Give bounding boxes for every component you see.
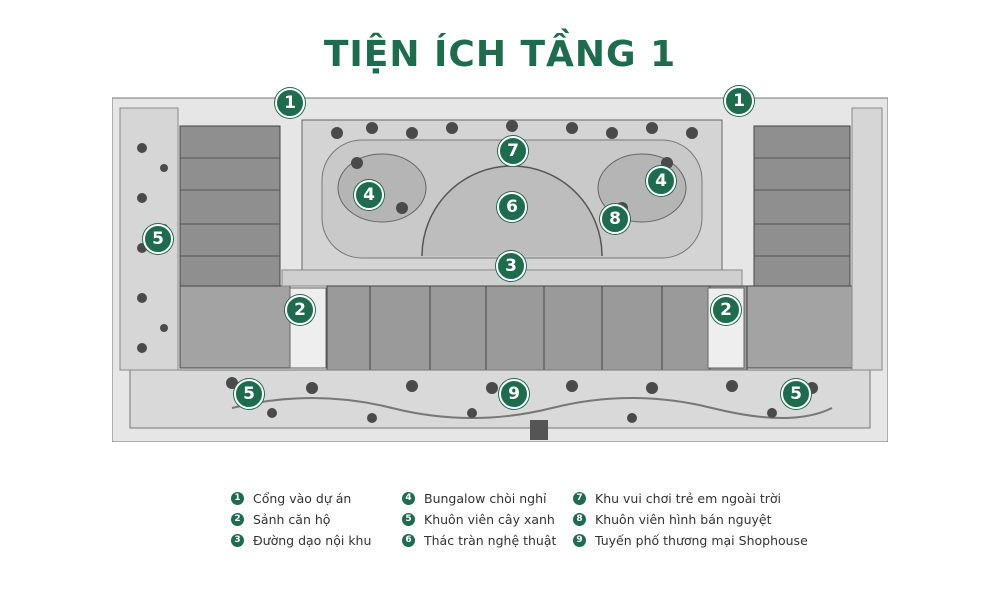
legend-label: Tuyến phố thương mại Shophouse — [595, 533, 808, 548]
marker-green-bottom-left: 5 — [234, 379, 264, 409]
marker-green-bottom-right: 5 — [781, 379, 811, 409]
legend-number: 4 — [402, 492, 415, 505]
legend-item: 8 Khuôn viên hình bán nguyệt — [573, 509, 808, 530]
legend-col-1: 1 Cổng vào dự án 2 Sảnh căn hộ 3 Đường dạo … — [231, 488, 371, 551]
legend-label: Khu vui chơi trẻ em ngoài trời — [595, 491, 781, 506]
marker-playground: 7 — [498, 136, 528, 166]
legend-col-2: 4 Bungalow chòi nghỉ 5 Khuôn viên cây xanh… — [402, 488, 556, 551]
legend-number: 8 — [573, 513, 586, 526]
left-lower-block — [179, 285, 291, 369]
left-tower — [179, 125, 281, 287]
marker-lobby-right: 2 — [711, 295, 741, 325]
legend-number: 7 — [573, 492, 586, 505]
legend-number: 6 — [402, 534, 415, 547]
legend-label: Đường dạo nội khu — [253, 533, 372, 548]
marker-shophouse: 9 — [499, 379, 529, 409]
legend-number: 1 — [231, 492, 244, 505]
marker-bungalow-left: 4 — [354, 180, 384, 210]
legend-item: 3 Đường dạo nội khu — [231, 530, 371, 551]
legend-label: Thác tràn nghệ thuật — [424, 533, 557, 548]
page-title: TIỆN ÍCH TẦNG 1 — [323, 34, 677, 75]
legend-item: 4 Bungalow chòi nghỉ — [402, 488, 556, 509]
landscape-right — [851, 107, 883, 371]
legend-label: Cổng vào dự án — [253, 491, 352, 506]
legend-label: Bungalow chòi nghỉ — [424, 491, 547, 506]
legend-item: 5 Khuôn viên cây xanh — [402, 509, 556, 530]
legend-number: 2 — [231, 513, 244, 526]
legend-item: 6 Thác tràn nghệ thuật — [402, 530, 556, 551]
legend-label: Khuôn viên cây xanh — [424, 512, 555, 527]
marker-waterfall: 6 — [497, 192, 527, 222]
legend-item: 9 Tuyến phố thương mại Shophouse — [573, 530, 808, 551]
legend-item: 1 Cổng vào dự án — [231, 488, 371, 509]
marker-lobby-left: 2 — [285, 295, 315, 325]
legend-number: 3 — [231, 534, 244, 547]
trees — [137, 120, 818, 423]
shophouse-row — [326, 285, 748, 371]
marker-walkway: 3 — [496, 251, 526, 281]
legend-col-3: 7 Khu vui chơi trẻ em ngoài trời 8 Khuôn v… — [573, 488, 808, 551]
right-tower — [753, 125, 851, 287]
marker-green-left: 5 — [143, 224, 173, 254]
legend-number: 9 — [573, 534, 586, 547]
legend-label: Sảnh căn hộ — [253, 512, 331, 527]
central-entrance-feature — [530, 420, 548, 440]
legend-number: 5 — [402, 513, 415, 526]
legend-item: 2 Sảnh căn hộ — [231, 509, 371, 530]
marker-gate-left: 1 — [275, 88, 305, 118]
legend-item: 7 Khu vui chơi trẻ em ngoài trời — [573, 488, 808, 509]
legend-label: Khuôn viên hình bán nguyệt — [595, 512, 772, 527]
marker-gate-right: 1 — [724, 86, 754, 116]
marker-bungalow-right: 4 — [646, 166, 676, 196]
marker-semicircle-garden: 8 — [600, 204, 630, 234]
right-lower-block — [743, 285, 857, 369]
